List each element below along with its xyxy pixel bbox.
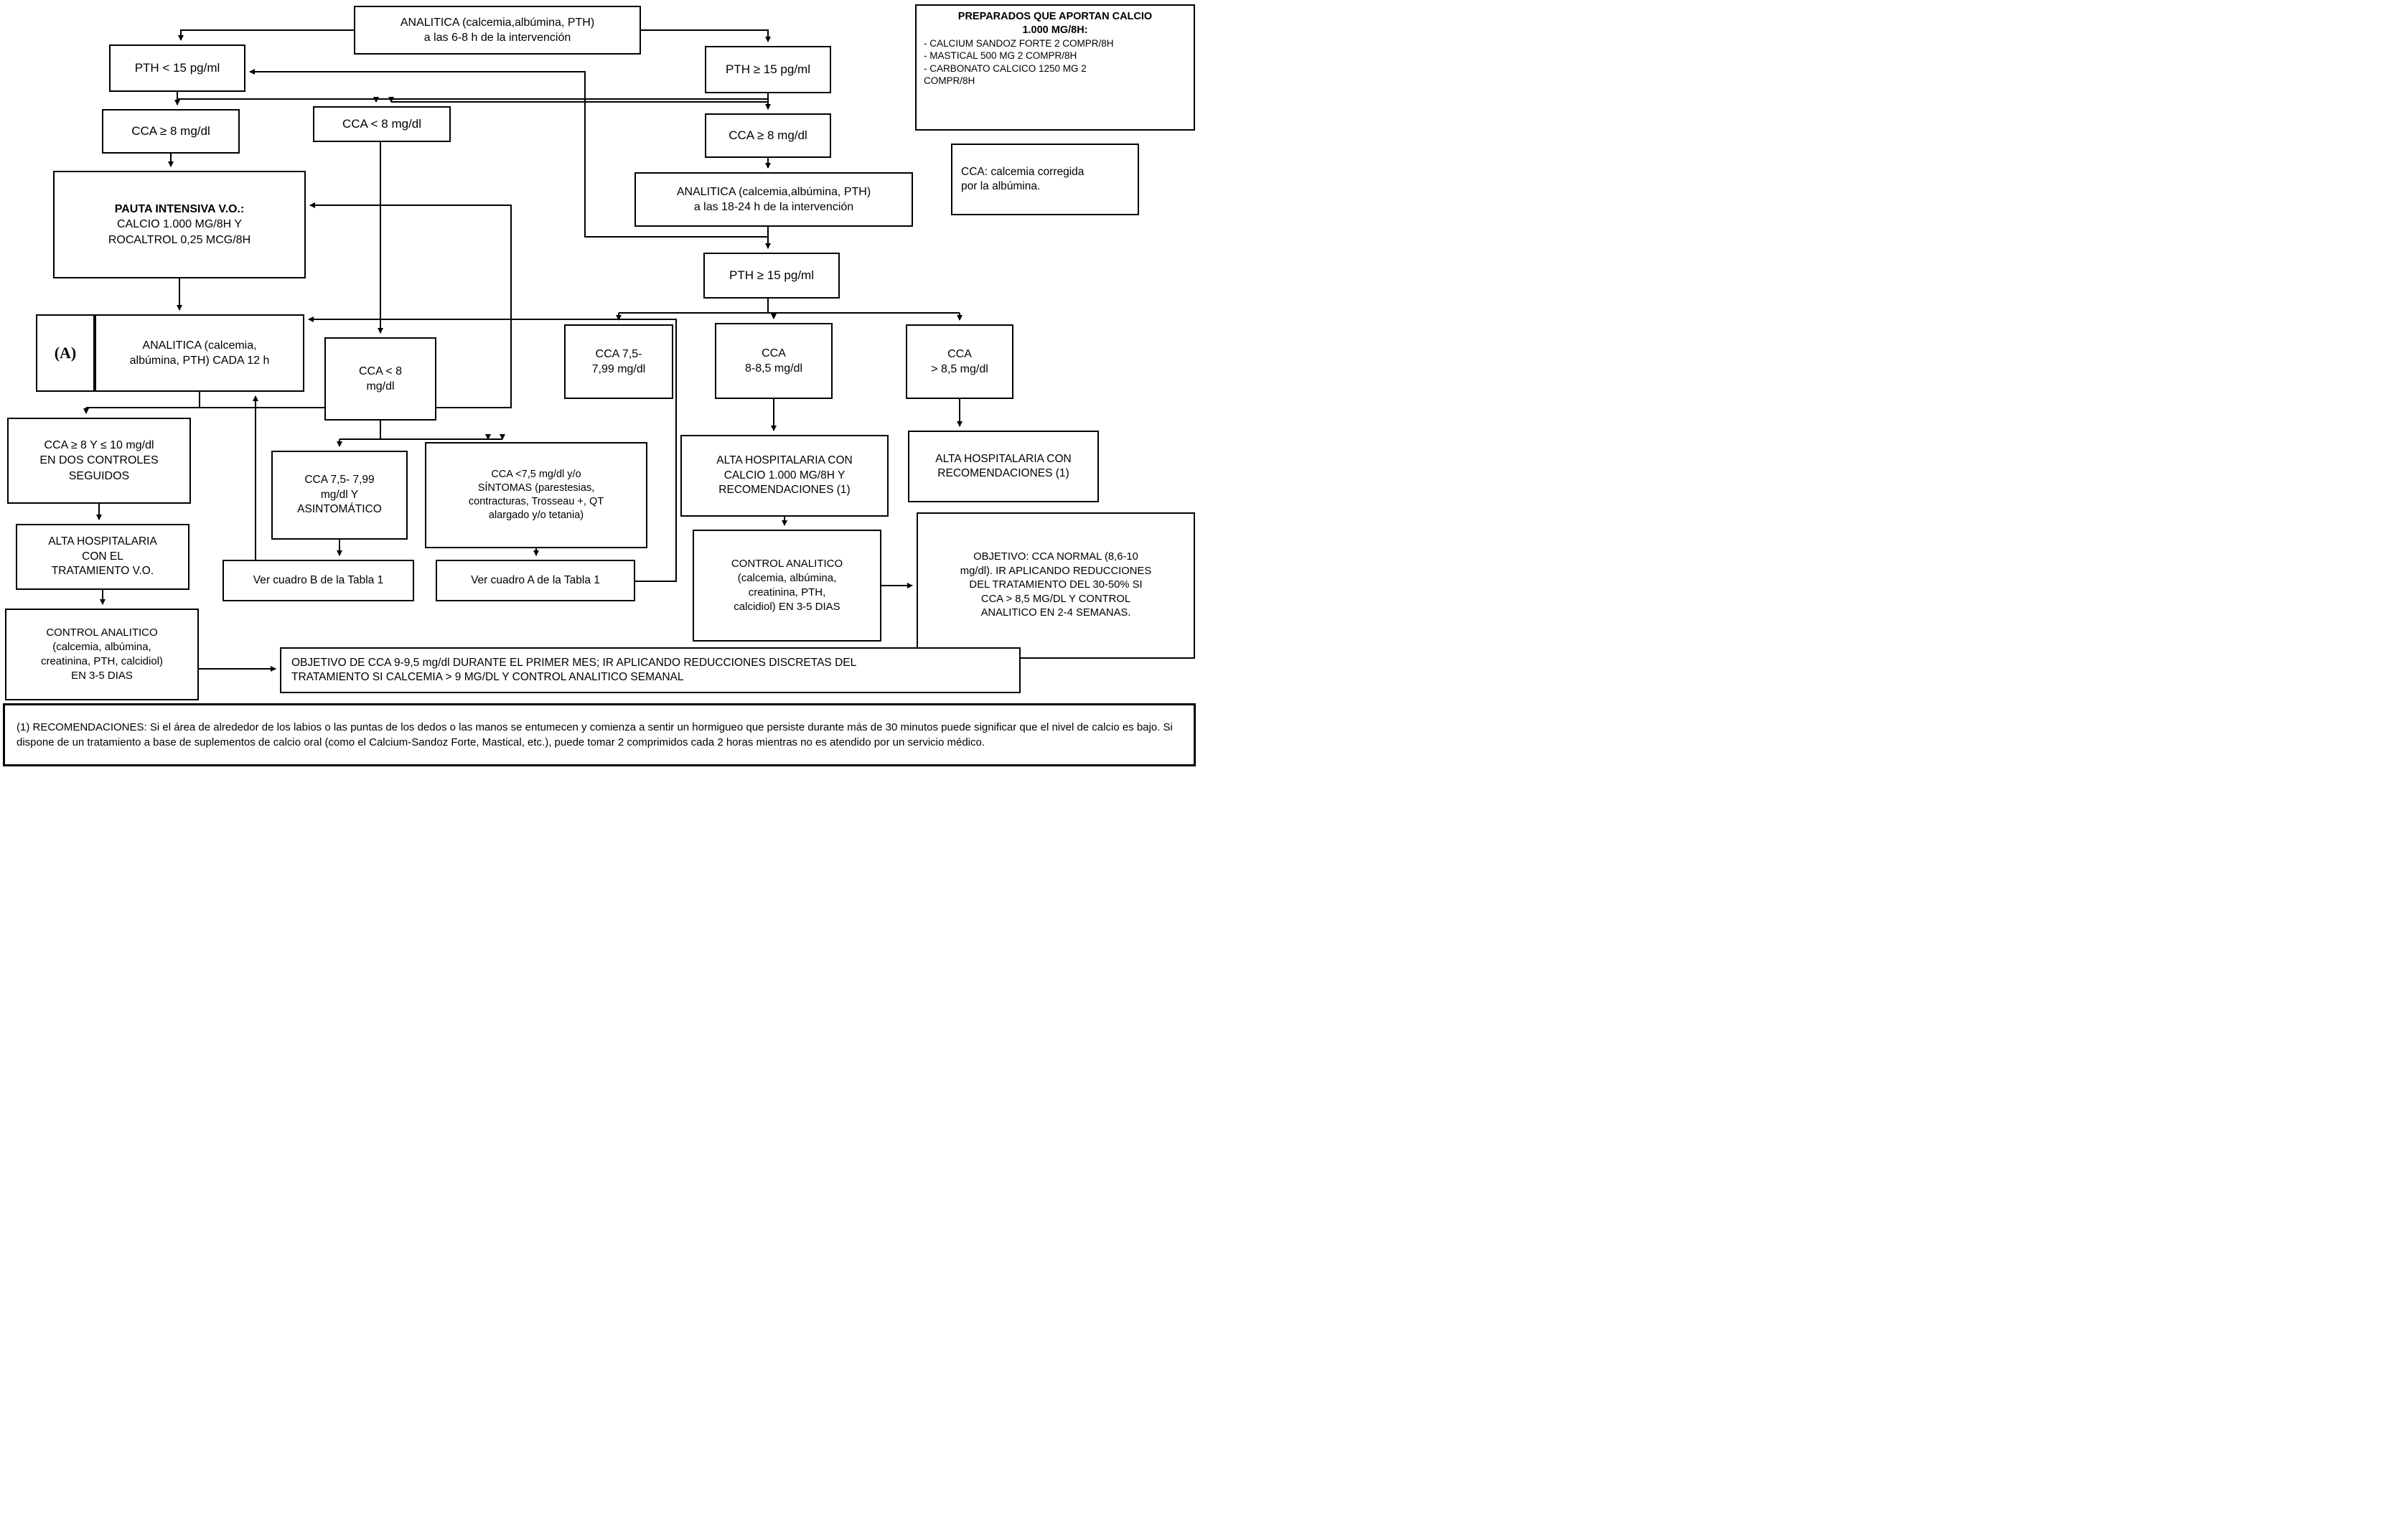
box-pauta-intensiva: PAUTA INTENSIVA V.O.: CALCIO 1.000 MG/8H… [53, 171, 306, 278]
box-etiqueta-a: (A) [36, 314, 95, 392]
box-preparados-calcio: PREPARADOS QUE APORTAN CALCIO 1.000 MG/8… [915, 4, 1195, 131]
box-control-analitico-der: CONTROL ANALITICO (calcemia, albúmina, c… [693, 530, 881, 642]
pauta-title: PAUTA INTENSIVA V.O.: [114, 203, 245, 216]
box-sintomas: CCA <7,5 mg/dl y/o SÍNTOMAS (parestesias… [425, 442, 647, 548]
box-analitica-6-8h: ANALITICA (calcemia,albúmina, PTH) a las… [354, 6, 641, 55]
box-recomendaciones-nota: (1) RECOMENDACIONES: Si el área de alred… [3, 703, 1196, 766]
box-definicion-cca: CCA: calcemia corregida por la albúmina. [951, 144, 1139, 215]
box-ver-cuadro-a: Ver cuadro A de la Tabla 1 [436, 560, 635, 601]
box-control-analitico-izq: CONTROL ANALITICO (calcemia, albúmina, c… [5, 609, 199, 700]
box-pth-mayor-15-superior: PTH ≥ 15 pg/ml [705, 46, 831, 93]
flowchart-canvas: ANALITICA (calcemia,albúmina, PTH) a las… [0, 0, 1199, 770]
box-cca-menor-8-pequeno: CCA < 8 mg/dl [324, 337, 436, 421]
box-cca-mayor-85: CCA > 8,5 mg/dl [906, 324, 1013, 399]
box-ver-cuadro-b: Ver cuadro B de la Tabla 1 [223, 560, 414, 601]
box-cca-8-85: CCA 8-8,5 mg/dl [715, 323, 833, 399]
box-pth-menor-15: PTH < 15 pg/ml [109, 44, 245, 92]
box-objetivo-cca-normal: OBJETIVO: CCA NORMAL (8,6-10 mg/dl). IR … [917, 512, 1195, 659]
box-asintomatico: CCA 7,5- 7,99 mg/dl Y ASINTOMÁTICO [271, 451, 408, 540]
box-cca-menor-8-sup: CCA < 8 mg/dl [313, 106, 451, 142]
box-cca-7599-der: CCA 7,5- 7,99 mg/dl [564, 324, 673, 399]
box-pth-mayor-15-medio: PTH ≥ 15 pg/ml [703, 253, 840, 299]
box-objetivo-primer-mes: OBJETIVO DE CCA 9-9,5 mg/dl DURANTE EL P… [280, 647, 1021, 693]
box-cca-mayor-8-izq: CCA ≥ 8 mg/dl [102, 109, 240, 154]
preparados-items: - CALCIUM SANDOZ FORTE 2 COMPR/8H - MAST… [924, 37, 1114, 87]
box-alta-tratamiento-vo: ALTA HOSPITALARIA CON EL TRATAMIENTO V.O… [16, 524, 189, 590]
box-cca-8-10-controles: CCA ≥ 8 Y ≤ 10 mg/dl EN DOS CONTROLES SE… [7, 418, 191, 504]
box-cca-mayor-8-der: CCA ≥ 8 mg/dl [705, 113, 831, 158]
box-analitica-cada-12h: ANALITICA (calcemia, albúmina, PTH) CADA… [95, 314, 304, 392]
preparados-title: PREPARADOS QUE APORTAN CALCIO 1.000 MG/8… [957, 11, 1153, 36]
box-alta-recomendaciones: ALTA HOSPITALARIA CON RECOMENDACIONES (1… [908, 431, 1099, 502]
box-alta-con-calcio: ALTA HOSPITALARIA CON CALCIO 1.000 MG/8H… [680, 435, 889, 517]
box-analitica-18-24h: ANALITICA (calcemia,albúmina, PTH) a las… [634, 172, 913, 227]
pauta-body: CALCIO 1.000 MG/8H Y ROCALTROL 0,25 MCG/… [108, 218, 251, 246]
